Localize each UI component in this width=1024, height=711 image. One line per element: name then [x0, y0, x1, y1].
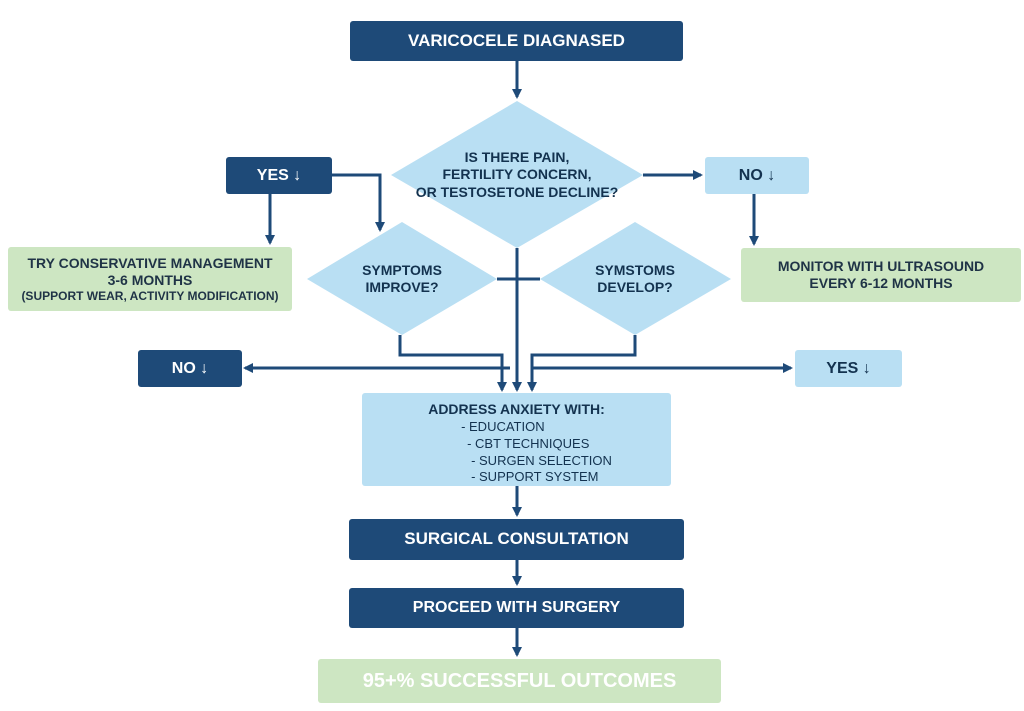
outcome-label: 95+% SUCCESSFUL OUTCOMES: [362, 670, 677, 692]
decision-main-line-1: IS THERE PAIN,: [464, 148, 570, 165]
decision-main-line-2: FERTILITY CONCERN,: [442, 166, 592, 183]
arrow-develop-to-anxiety: [527, 335, 637, 392]
conservative-line-3: (SUPPORT WEAR, ACTIVITY MODIFICATION): [21, 288, 279, 303]
start-label: VARICOCELE DIAGNASED: [408, 30, 625, 50]
monitor-line-2: EVERY 6-12 MONTHS: [809, 275, 953, 291]
decision-improve: SYMPTOMS IMPROVE?: [340, 255, 464, 303]
monitor-line-1: MONITOR WITH ULTRASOUND: [777, 258, 985, 275]
decision-improve-line-2: IMPROVE?: [365, 279, 439, 295]
decision-develop-diamond: [540, 222, 731, 335]
arrow-yes-to-improve: [332, 173, 385, 232]
yes-right-label: YES ↓: [826, 359, 871, 377]
yes-right-box: YES ↓: [795, 350, 902, 387]
anxiety-title: ADDRESS ANXIETY WITH:: [428, 401, 605, 417]
anxiety-item-support: - SUPPORT SYSTEM: [471, 469, 599, 485]
conservative-line-2: 3-6 MONTHS: [107, 271, 193, 288]
anxiety-list: - EDUCATION - CBT TECHNIQUES - SURGEN SE…: [421, 419, 612, 487]
no-left-box: NO ↓: [138, 350, 242, 387]
no-main-label: NO ↓: [738, 166, 776, 184]
decision-main-diamond: [391, 101, 643, 248]
no-left-label: NO ↓: [171, 359, 209, 377]
anxiety-item-education: - EDUCATION: [461, 418, 545, 434]
consult-box: SURGICAL CONSULTATION: [349, 519, 684, 560]
decision-improve-diamond: [307, 222, 497, 335]
outcome-box: 95+% SUCCESSFUL OUTCOMES: [318, 659, 721, 703]
decision-develop-line-1: SYMSTOMS: [595, 261, 675, 278]
surgery-label: PROCEED WITH SURGERY: [412, 599, 621, 617]
no-main-box: NO ↓: [705, 157, 809, 194]
monitor-box: MONITOR WITH ULTRASOUND EVERY 6-12 MONTH…: [741, 248, 1021, 302]
decision-improve-line-1: SYMPTOMS: [362, 261, 442, 278]
yes-main-box: YES ↓: [226, 157, 332, 194]
start-box: VARICOCELE DIAGNASED: [350, 21, 683, 61]
anxiety-item-cbt: - CBT TECHNIQUES: [467, 435, 590, 451]
arrow-improve-to-anxiety: [398, 335, 507, 392]
conservative-line-1: TRY CONSERVATIVE MANAGEMENT: [27, 255, 273, 271]
consult-label: SURGICAL CONSULTATION: [404, 529, 629, 549]
decision-develop-line-2: DEVELOP?: [597, 279, 673, 295]
conservative-box: TRY CONSERVATIVE MANAGEMENT 3-6 MONTHS (…: [8, 247, 292, 311]
anxiety-item-surgeon: - SURGEN SELECTION: [471, 452, 612, 468]
anxiety-box: ADDRESS ANXIETY WITH: - EDUCATION - CBT …: [362, 393, 671, 486]
decision-main-line-3: OR TESTOSETONE DECLINE?: [415, 183, 619, 200]
surgery-box: PROCEED WITH SURGERY: [349, 588, 684, 628]
decision-develop: SYMSTOMS DEVELOP?: [573, 255, 697, 303]
yes-main-label: YES ↓: [256, 166, 302, 184]
decision-main: IS THERE PAIN, FERTILITY CONCERN, OR TES…: [400, 130, 634, 220]
